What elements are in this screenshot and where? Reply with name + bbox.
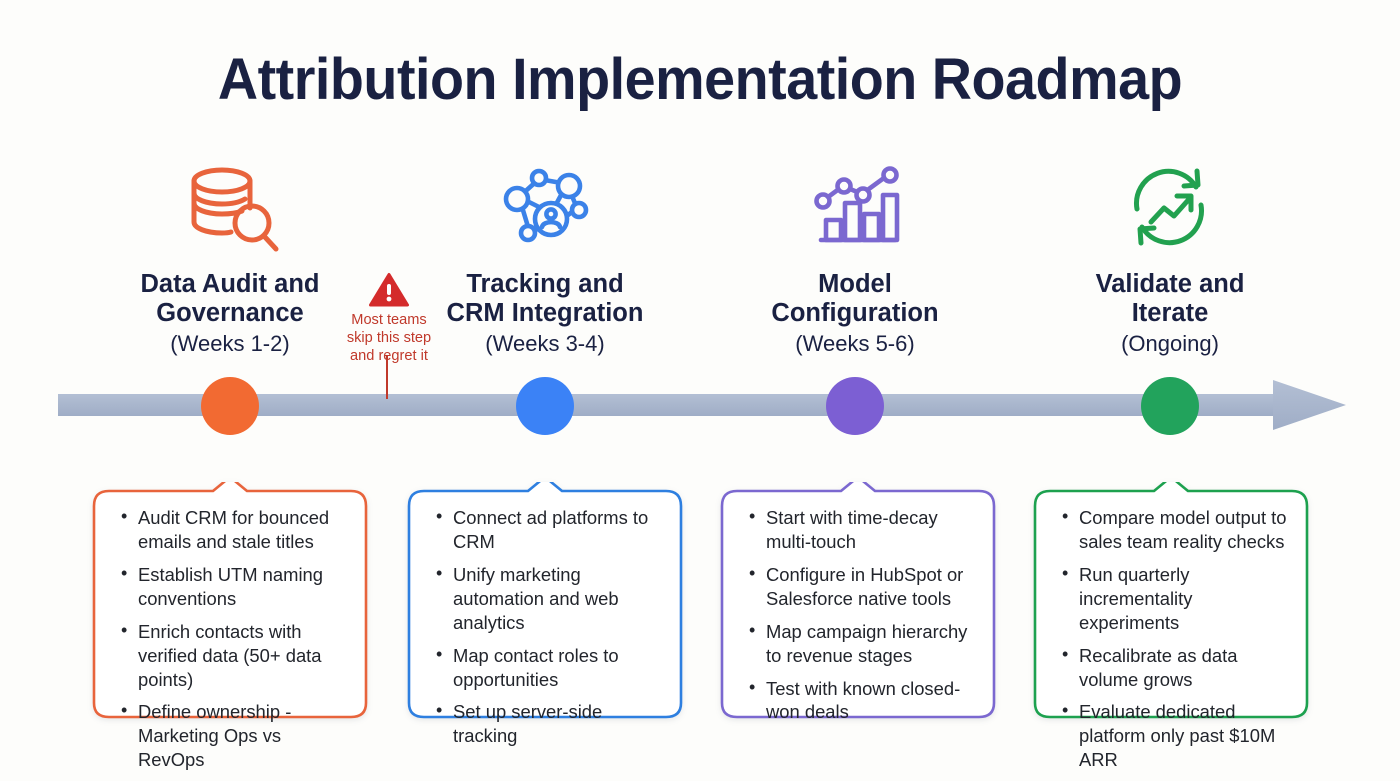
stage-4: Validate and Iterate (Ongoing) <box>1035 158 1305 356</box>
stage-2-heading: Tracking and CRM Integration <box>410 270 680 327</box>
stage-3-heading: Model Configuration <box>720 270 990 327</box>
stage-1-heading-line2: Governance <box>156 298 304 327</box>
list-item: Configure in HubSpot or Salesforce nativ… <box>749 562 979 611</box>
stage-1-heading-line1: Data Audit and <box>140 270 320 298</box>
detail-card-4-list: Compare model output to sales team reali… <box>1032 505 1310 781</box>
database-search-icon <box>95 158 365 262</box>
list-item: Start with time-decay multi-touch <box>749 505 979 554</box>
list-item: Recalibrate as data volume grows <box>1062 643 1292 692</box>
stage-1: Data Audit and Governance (Weeks 1-2) <box>95 158 365 356</box>
list-item: Audit CRM for bounced emails and stale t… <box>121 505 351 554</box>
detail-card-2-list: Connect ad platforms to CRM Unify market… <box>406 505 684 757</box>
refresh-cycle-trend-icon <box>1035 158 1305 262</box>
list-item: Set up server-side tracking <box>436 699 666 748</box>
stage-1-timeframe: (Weeks 1-2) <box>170 331 290 357</box>
list-item: Compare model output to sales team reali… <box>1062 505 1292 554</box>
warning-callout: Most teams skip this step and regret it <box>330 272 448 365</box>
stage-2-heading-line1: Tracking and <box>466 270 624 298</box>
list-item: Connect ad platforms to CRM <box>436 505 666 554</box>
warning-text-line2: skip this step <box>346 329 432 346</box>
detail-card-3[interactable]: Start with time-decay multi-touch Config… <box>719 482 997 722</box>
stage-3-heading-line2: Configuration <box>771 298 939 327</box>
stage-4-timeframe: (Ongoing) <box>1121 331 1219 357</box>
warning-connector-line <box>386 355 388 399</box>
list-item: Enrich contacts with verified data (50+ … <box>121 619 351 692</box>
network-graph-person-icon <box>410 158 680 262</box>
warning-text-line3: and regret it <box>350 347 428 364</box>
detail-card-1[interactable]: Audit CRM for bounced emails and stale t… <box>91 482 369 770</box>
list-item: Test with known closed-won deals <box>749 676 979 725</box>
stage-2: Tracking and CRM Integration (Weeks 3-4) <box>410 158 680 356</box>
stage-2-timeframe: (Weeks 3-4) <box>485 331 605 357</box>
list-item: Evaluate dedicated platform only past $1… <box>1062 699 1292 772</box>
stage-1-heading: Data Audit and Governance <box>95 270 365 327</box>
stage-4-heading-line2: Iterate <box>1131 298 1209 327</box>
list-item: Unify marketing automation and web analy… <box>436 562 666 635</box>
stage-4-heading: Validate and Iterate <box>1035 270 1305 327</box>
timeline-axis <box>58 372 1348 440</box>
timeline-node-1[interactable] <box>201 377 259 435</box>
stage-3-heading-line1: Model <box>818 270 892 298</box>
warning-text: Most teams skip this step and regret it <box>330 312 448 365</box>
warning-text-line1: Most teams <box>351 312 427 328</box>
detail-card-2[interactable]: Connect ad platforms to CRM Unify market… <box>406 482 684 746</box>
list-item: Define ownership - Marketing Ops vs RevO… <box>121 699 351 772</box>
timeline-node-2[interactable] <box>516 377 574 435</box>
detail-card-4[interactable]: Compare model output to sales team reali… <box>1032 482 1310 770</box>
warning-triangle-icon <box>330 272 448 308</box>
page-title: Attribution Implementation Roadmap <box>217 47 1183 112</box>
stage-2-heading-line2: CRM Integration <box>446 298 644 327</box>
stage-4-heading-line1: Validate and <box>1095 270 1245 298</box>
detail-card-1-list: Audit CRM for bounced emails and stale t… <box>91 505 369 781</box>
list-item: Map contact roles to opportunities <box>436 643 666 692</box>
list-item: Establish UTM naming conventions <box>121 562 351 611</box>
list-item: Map campaign hierarchy to revenue stages <box>749 619 979 668</box>
stage-3-timeframe: (Weeks 5-6) <box>795 331 915 357</box>
stage-3: Model Configuration (Weeks 5-6) <box>720 158 990 356</box>
timeline-node-4[interactable] <box>1141 377 1199 435</box>
timeline-node-3[interactable] <box>826 377 884 435</box>
detail-card-3-list: Start with time-decay multi-touch Config… <box>719 505 997 733</box>
list-item: Run quarterly incrementality experiments <box>1062 562 1292 635</box>
bar-chart-trend-icon <box>720 158 990 262</box>
